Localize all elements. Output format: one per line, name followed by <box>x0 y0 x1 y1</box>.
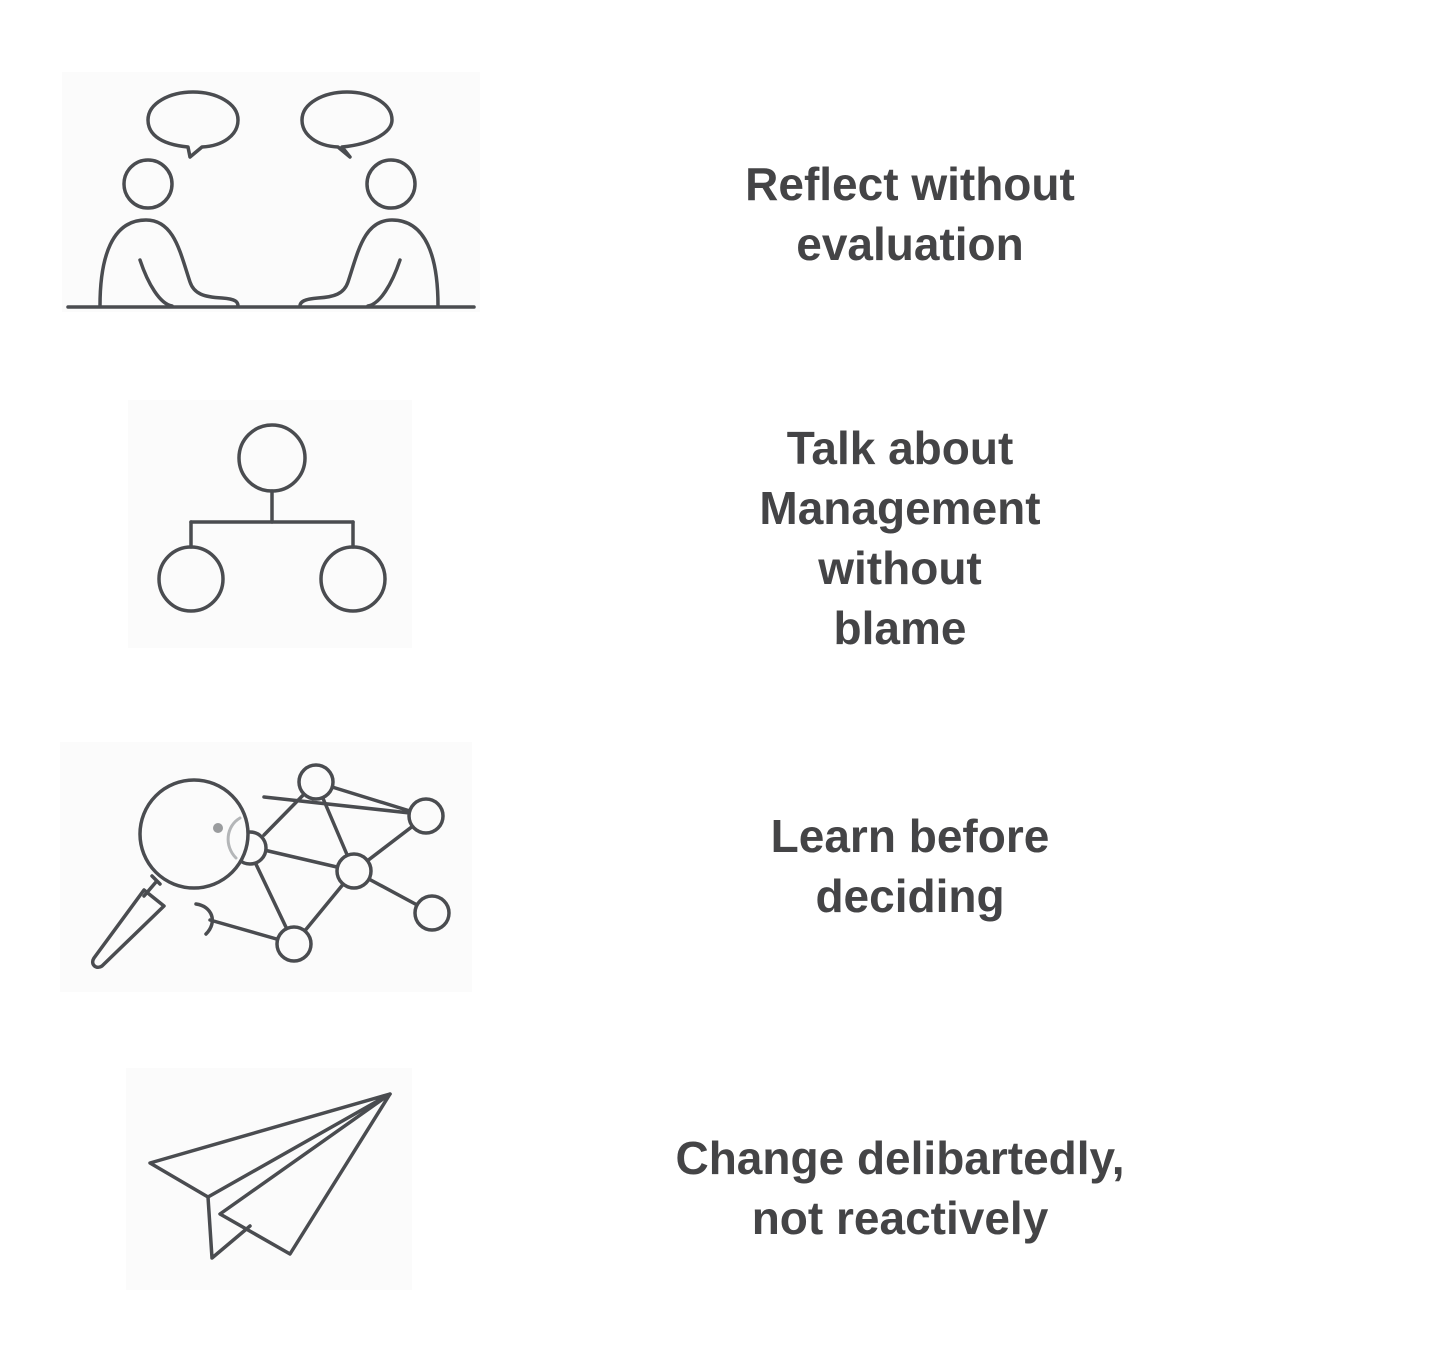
magnifier-network-icon <box>60 742 472 992</box>
caption-change: Change delibartedly, not reactively <box>620 1128 1180 1248</box>
caption-line: without <box>818 542 982 594</box>
conversation-icon <box>62 72 480 312</box>
caption-talk: Talk about Management without blame <box>620 418 1180 658</box>
caption-reflect: Reflect without evaluation <box>630 154 1190 274</box>
caption-learn: Learn before deciding <box>630 806 1190 926</box>
caption-line: evaluation <box>796 218 1024 270</box>
caption-line: Change delibartedly, <box>675 1132 1125 1184</box>
caption-line: deciding <box>815 870 1005 922</box>
caption-line: Learn before <box>770 810 1050 862</box>
caption-line: Reflect without <box>745 158 1075 210</box>
caption-line: Management <box>759 482 1041 534</box>
paper-plane-icon <box>126 1068 412 1290</box>
caption-line: Talk about <box>786 422 1014 474</box>
caption-line: blame <box>833 602 967 654</box>
caption-line: not reactively <box>751 1192 1049 1244</box>
org-chart-icon <box>128 400 412 648</box>
